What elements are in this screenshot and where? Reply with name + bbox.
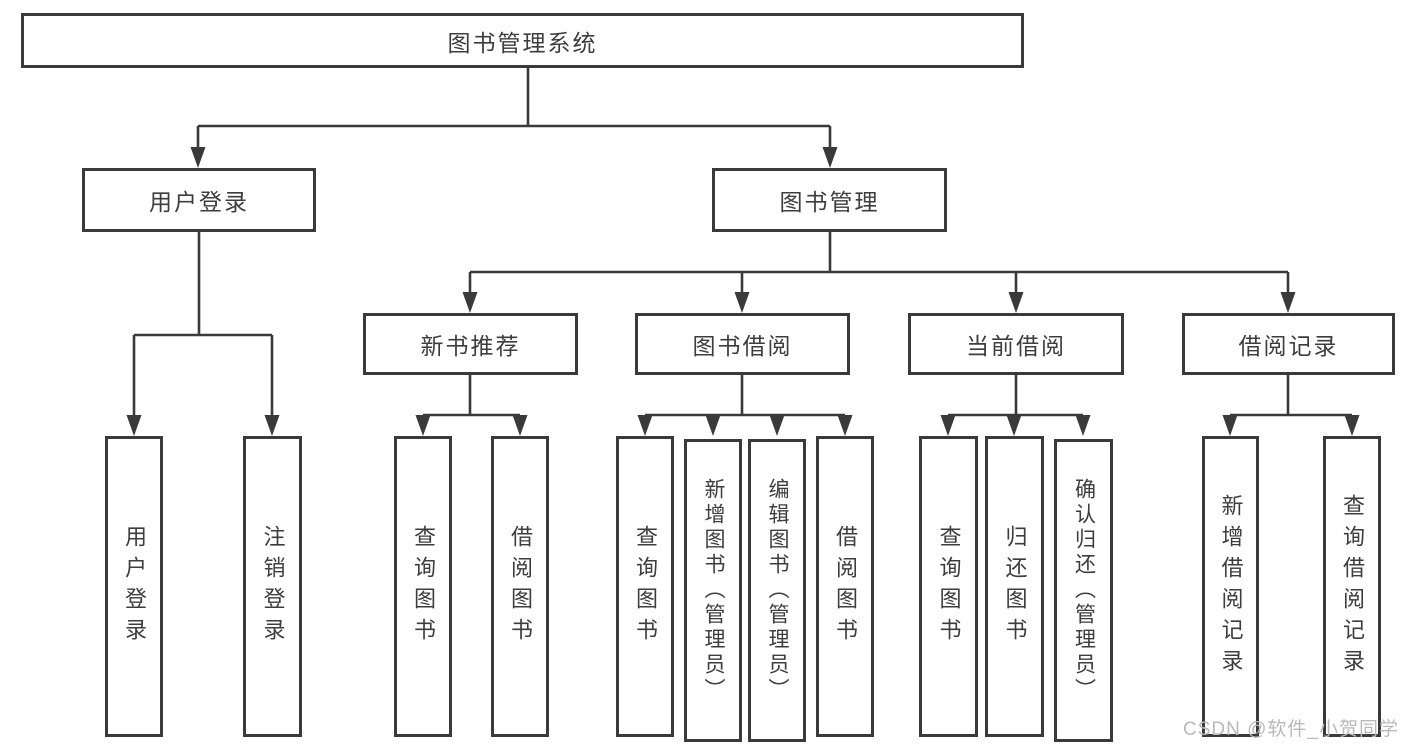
node-user-login: 用户登录 xyxy=(82,168,316,232)
node-current-borrow-label: 当前借阅 xyxy=(966,333,1066,359)
leaf-user-login: 用户登录 xyxy=(105,436,163,737)
node-new-book-recommend: 新书推荐 xyxy=(363,313,578,375)
leaf-bookborrow-query: 查询图书 xyxy=(616,436,674,737)
node-book-borrow-label: 图书借阅 xyxy=(692,333,793,359)
connector-root-to-level2 xyxy=(190,68,838,168)
leaf-current-query: 查询图书 xyxy=(919,436,978,737)
connector-book-borrow-branch xyxy=(637,375,853,436)
connector-current-borrow-branch xyxy=(940,375,1091,436)
leaf-newbook-query: 查询图书 xyxy=(394,436,452,737)
node-book-borrow: 图书借阅 xyxy=(635,313,850,375)
node-user-login-label: 用户登录 xyxy=(149,189,249,215)
leaf-current-confirm-label: 确认归还（管理员） xyxy=(1072,478,1096,703)
leaf-record-query: 查询借阅记录 xyxy=(1323,436,1381,737)
leaf-user-login-label: 用户登录 xyxy=(122,524,147,649)
leaf-current-return-label: 归还图书 xyxy=(1002,524,1028,649)
leaf-logout: 注销登录 xyxy=(243,436,302,737)
node-root: 图书管理系统 xyxy=(21,13,1024,68)
connector-borrow-record-branch xyxy=(1222,375,1360,436)
leaf-bookborrow-query-label: 查询图书 xyxy=(633,524,658,649)
leaf-current-confirm: 确认归还（管理员） xyxy=(1054,439,1113,742)
leaf-bookborrow-add-label: 新增图书（管理员） xyxy=(702,478,725,703)
leaf-record-add-label: 新增借阅记录 xyxy=(1218,493,1244,680)
leaf-logout-label: 注销登录 xyxy=(260,524,286,649)
leaf-bookborrow-edit: 编辑图书（管理员） xyxy=(748,439,806,742)
leaf-newbook-borrow-label: 借阅图书 xyxy=(508,524,533,649)
watermark-text: CSDN @软件_小贺同学 xyxy=(1183,719,1399,740)
connector-new-book-branch xyxy=(415,375,528,436)
leaf-bookborrow-borrow-label: 借阅图书 xyxy=(833,524,858,649)
leaf-current-return: 归还图书 xyxy=(985,436,1044,737)
leaf-newbook-query-label: 查询图书 xyxy=(411,524,436,649)
node-book-management-label: 图书管理 xyxy=(779,189,880,215)
node-new-book-recommend-label: 新书推荐 xyxy=(420,333,521,359)
node-book-management: 图书管理 xyxy=(712,168,947,232)
leaf-bookborrow-edit-label: 编辑图书（管理员） xyxy=(766,478,789,703)
node-current-borrow: 当前借阅 xyxy=(908,313,1124,375)
leaf-record-query-label: 查询借阅记录 xyxy=(1340,493,1365,680)
connector-book-management-branch xyxy=(462,232,1296,313)
leaf-newbook-borrow: 借阅图书 xyxy=(491,436,549,737)
leaf-bookborrow-borrow: 借阅图书 xyxy=(816,436,874,737)
leaf-record-add: 新增借阅记录 xyxy=(1202,436,1259,737)
leaf-current-query-label: 查询图书 xyxy=(936,524,962,649)
node-borrow-record-label: 借阅记录 xyxy=(1238,333,1339,359)
node-root-label: 图书管理系统 xyxy=(447,29,598,56)
leaf-bookborrow-add: 新增图书（管理员） xyxy=(684,439,742,742)
connector-user-login-branch xyxy=(126,232,280,436)
node-borrow-record: 借阅记录 xyxy=(1182,313,1395,375)
